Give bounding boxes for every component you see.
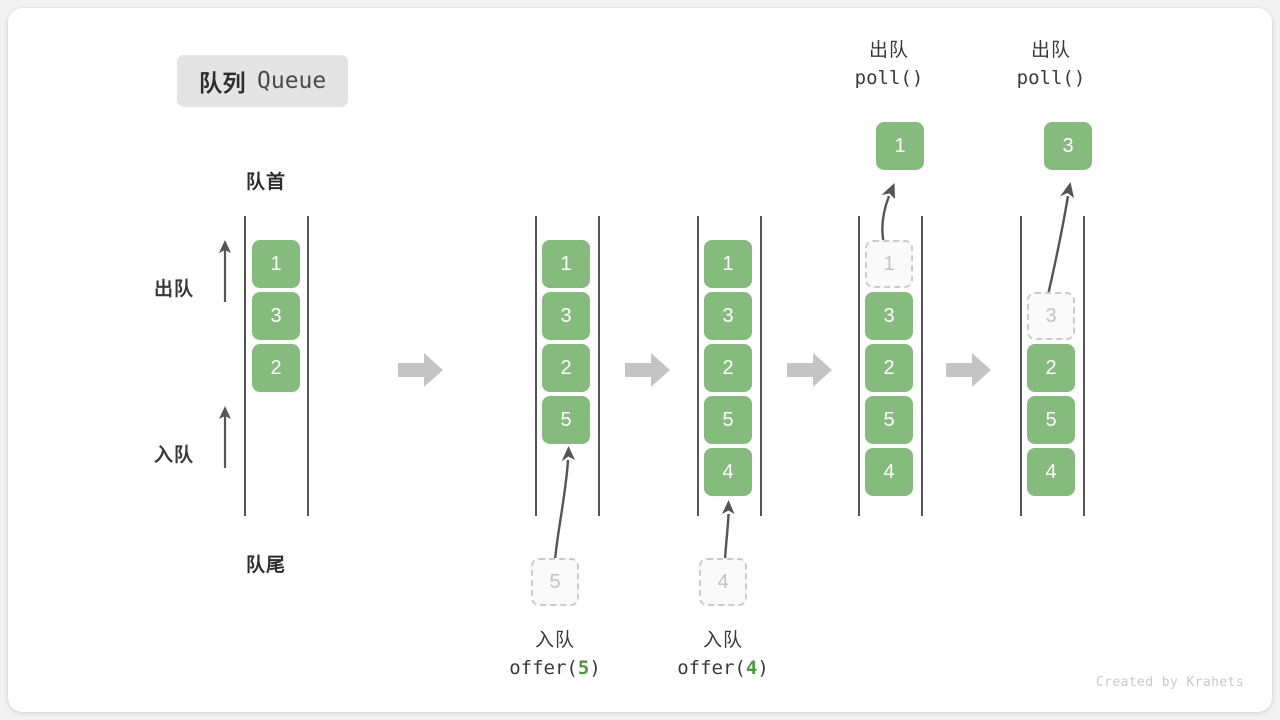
enqueue-5-caption: 入队 offer(5) [455, 628, 655, 682]
enqueue-4-ghost-box: 4 [699, 558, 747, 606]
queue-element: 1 [252, 240, 300, 288]
queue-element: 3 [252, 292, 300, 340]
dequeue-3-arrow-icon [1043, 182, 1074, 309]
enqueue-4-caption-cn: 入队 [702, 630, 743, 651]
panel-5-rail-right [1083, 216, 1085, 516]
panel-5-rail-left [1020, 216, 1022, 516]
dequeue-3-ghost-box: 3 [1027, 292, 1075, 340]
panel-4-rail-right [921, 216, 923, 516]
enqueue-4-code-suffix: ) [757, 656, 769, 679]
enqueue-side-label: 入队 [154, 445, 195, 466]
dequeue-3-caption-cn: 出队 [1030, 40, 1071, 61]
queue-element: 3 [865, 292, 913, 340]
queue-element-new: 5 [542, 396, 590, 444]
queue-element: 4 [865, 448, 913, 496]
queue-element: 4 [1027, 448, 1075, 496]
dequeue-3-popped-box: 3 [1044, 122, 1092, 170]
enqueue-direction-arrow-icon [219, 406, 231, 468]
dequeue-1-caption: 出队 poll() [789, 38, 989, 92]
dequeue-3-caption: 出队 poll() [951, 38, 1151, 92]
enqueue-5-caption-cn: 入队 [534, 630, 575, 651]
diagram-card: 队列 Queue 队首 1 3 2 队尾 出队 入队 1 3 [8, 8, 1272, 712]
panel-1-rail-left [244, 216, 246, 516]
panel-3-rail-right [760, 216, 762, 516]
enqueue-4-caption: 入队 offer(4) [623, 628, 823, 682]
panel-1-rail-right [307, 216, 309, 516]
dequeue-side-label: 出队 [154, 279, 195, 300]
title-cn: 队列 [199, 70, 246, 96]
enqueue-5-code-prefix: offer( [509, 656, 578, 679]
enqueue-4-caption-code: offer(4) [623, 655, 823, 682]
panel-2-rail-right [598, 216, 600, 516]
queue-element: 1 [704, 240, 752, 288]
queue-element: 1 [542, 240, 590, 288]
enqueue-5-code-suffix: ) [589, 656, 601, 679]
queue-element: 5 [1027, 396, 1075, 444]
flow-arrow-icon [787, 353, 832, 387]
queue-element: 2 [865, 344, 913, 392]
panel-3-rail-left [697, 216, 699, 516]
queue-element-new: 4 [704, 448, 752, 496]
dequeue-direction-arrow-icon [219, 240, 231, 302]
panel-4-rail-left [858, 216, 860, 516]
queue-element: 5 [865, 396, 913, 444]
queue-element: 5 [704, 396, 752, 444]
queue-element: 2 [704, 344, 752, 392]
flow-arrow-icon [398, 353, 443, 387]
queue-tail-label: 队尾 [246, 555, 287, 576]
title-en: Queue [257, 68, 327, 94]
queue-head-label: 队首 [246, 172, 287, 193]
enqueue-5-caption-code: offer(5) [455, 655, 655, 682]
dequeue-1-popped-box: 1 [876, 122, 924, 170]
dequeue-1-ghost-box: 1 [865, 240, 913, 288]
queue-element: 2 [1027, 344, 1075, 392]
dequeue-3-caption-code: poll() [1016, 66, 1086, 89]
enqueue-5-code-arg: 5 [577, 656, 590, 679]
dequeue-1-caption-code: poll() [854, 66, 924, 89]
dequeue-1-caption-cn: 出队 [868, 40, 909, 61]
queue-element: 3 [542, 292, 590, 340]
queue-element: 3 [704, 292, 752, 340]
enqueue-5-arrow-icon [553, 446, 575, 561]
flow-arrow-icon [946, 353, 991, 387]
watermark: Created by Krahets [1095, 675, 1244, 690]
queue-element: 2 [252, 344, 300, 392]
enqueue-4-code-prefix: offer( [677, 656, 746, 679]
title-badge: 队列 Queue [177, 55, 349, 107]
enqueue-5-ghost-box: 5 [531, 558, 579, 606]
enqueue-4-code-arg: 4 [745, 656, 758, 679]
queue-element: 2 [542, 344, 590, 392]
enqueue-4-arrow-icon [722, 500, 735, 561]
flow-arrow-icon [625, 353, 670, 387]
panel-2-rail-left [535, 216, 537, 516]
